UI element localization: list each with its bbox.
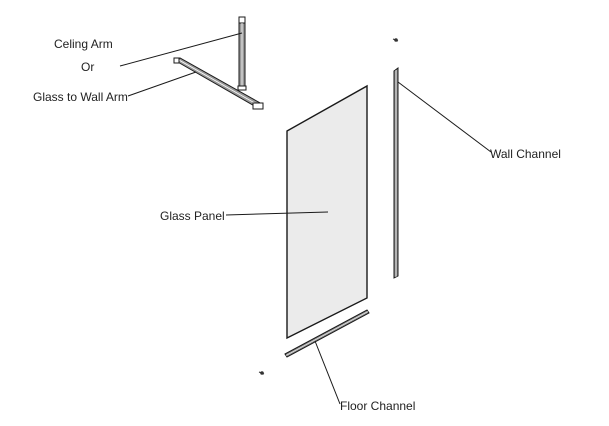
screw-dot-bottom [258,371,265,375]
screw-dot-top [392,38,399,42]
ceiling-arm-leader [119,32,243,67]
ceiling-arm-part [237,16,247,91]
floor-channel-part [284,309,370,358]
wall-channel-label: Wall Channel [490,147,561,161]
wall-channel-leader [397,81,492,153]
glass-to-wall-arm-label: Glass to Wall Arm [33,90,128,104]
glass-panel-label: Glass Panel [160,209,225,223]
glass-to-wall-arm-part [173,57,264,110]
floor-channel-label: Floor Channel [340,399,416,413]
ceiling-arm-label: Celing Arm [54,37,113,51]
glass-arm-leader [127,71,197,97]
or-label: Or [81,60,95,74]
wall-channel-part [393,67,399,279]
floor-channel-leader [314,340,341,405]
glass-panel-leader [225,211,329,216]
